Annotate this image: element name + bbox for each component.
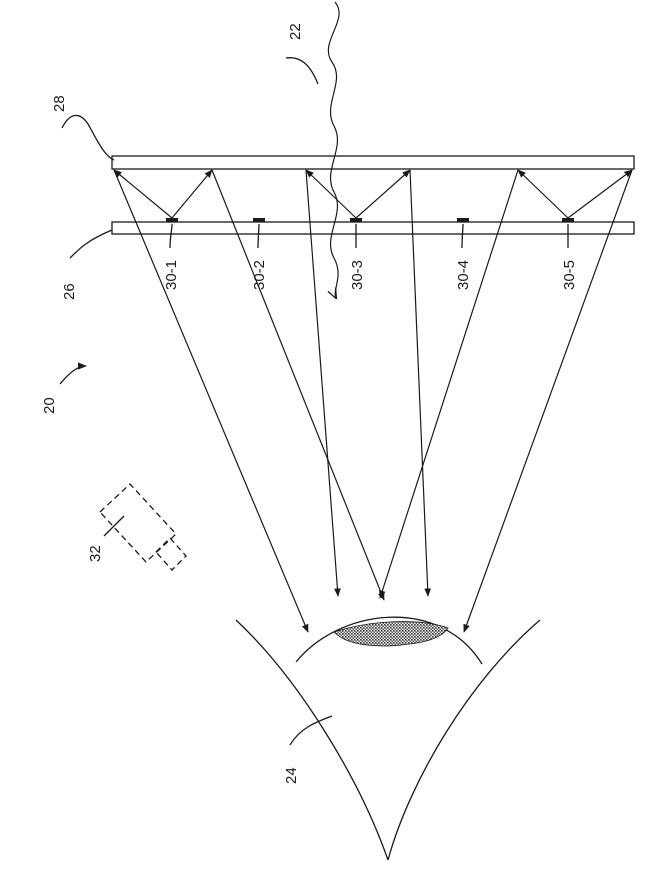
emitter-rays: [113, 169, 633, 219]
label-inner-plate: 26: [61, 283, 78, 300]
emitter-4: [457, 218, 469, 222]
emitter-3: [350, 218, 362, 222]
label-emitter-1: 30-1: [163, 260, 180, 290]
label-emitter-4: 30-4: [455, 260, 472, 290]
emitter-5: [562, 218, 574, 222]
reflected-rays: [113, 169, 633, 633]
label-emitter-5: 30-5: [561, 260, 578, 290]
emitter-1: [166, 218, 178, 222]
inner-plate: [111, 221, 635, 235]
label-outer-plate: 28: [51, 95, 68, 112]
label-eye: 24: [283, 767, 300, 784]
leader-lines: [59, 57, 569, 746]
label-emitter-3: 30-3: [349, 260, 366, 290]
incoming-light-ray: [328, 1, 340, 298]
emitter-2: [253, 218, 265, 222]
label-emitter-2: 30-2: [251, 260, 268, 290]
outer-plate: [111, 155, 635, 170]
label-incoming-light: 22: [287, 23, 304, 40]
label-system: 20: [41, 397, 58, 414]
cornea-shading: [333, 621, 449, 647]
label-camera: 32: [87, 545, 104, 562]
camera-outline: [99, 483, 187, 571]
eye: [235, 616, 541, 861]
